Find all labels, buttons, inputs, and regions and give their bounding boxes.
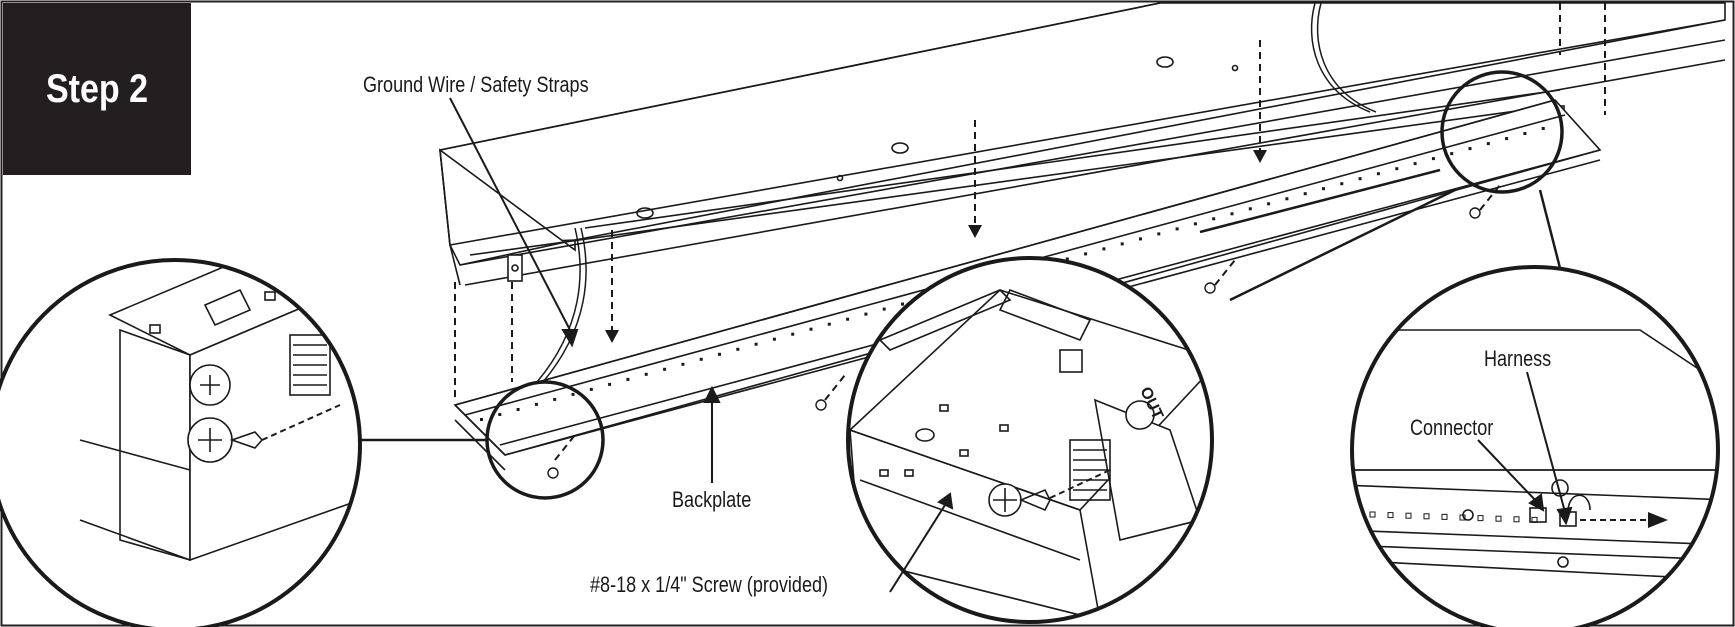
- backplate-hole: [1450, 152, 1454, 156]
- zoom-right-frame: [1350, 265, 1720, 627]
- connector-hole: [1387, 512, 1394, 519]
- backplate-hole: [480, 418, 483, 421]
- backplate-hole: [1468, 147, 1472, 151]
- zoom-middle: OUT: [848, 258, 1212, 622]
- backplate-hole: [864, 312, 868, 316]
- backplate-hole: [498, 413, 502, 416]
- backplate-hole: [901, 302, 904, 306]
- backplate-hole: [1084, 252, 1088, 256]
- step-badge-label: Step 2: [45, 66, 149, 111]
- zoom-left: [0, 260, 360, 627]
- connector-hole: [1459, 514, 1466, 521]
- backplate-hole: [1193, 222, 1197, 226]
- backplate-hole: [1395, 167, 1399, 171]
- backplate-hole: [1413, 162, 1417, 166]
- backplate-hole: [1486, 142, 1490, 146]
- zoom-leader-lines: [360, 168, 1562, 442]
- backplate-hole: [718, 352, 721, 356]
- alignment-arrowheads: [605, 150, 1267, 343]
- connector-hole: [1513, 516, 1520, 523]
- connector-hole: [1423, 513, 1430, 520]
- callout-leaders: [449, 97, 1573, 593]
- backplate-hole: [608, 382, 612, 386]
- backplate-hole: [1139, 237, 1142, 241]
- backplate-hole: [772, 337, 776, 341]
- backplate-hole: [1376, 172, 1380, 176]
- backplate-hole: [534, 402, 538, 406]
- connector-hole: [1495, 515, 1502, 522]
- backplate-hole: [809, 327, 813, 331]
- connector-holes: [1369, 511, 1538, 523]
- zoom-middle-frame: [846, 256, 1214, 624]
- backplate-hole: [1285, 197, 1289, 201]
- connector-hole: [1477, 515, 1484, 522]
- backplate-hole: [571, 392, 575, 396]
- backplate-hole: [1065, 257, 1069, 261]
- pull-out-arrowhead: [1648, 512, 1668, 528]
- step-badge: Step 2: [3, 3, 191, 175]
- backplate-hole: [1340, 182, 1344, 186]
- main-screws: [547, 207, 1481, 479]
- ground-wire-callout: Ground Wire / Safety Straps: [363, 72, 589, 97]
- backplate-hole: [516, 408, 520, 411]
- harness-callout: Harness: [1484, 346, 1552, 371]
- alignment-lines: [454, 3, 1606, 461]
- connector-hole: [1531, 516, 1538, 523]
- backplate-hole: [827, 322, 831, 326]
- backplate-hole: [553, 397, 557, 401]
- backplate-hole: [846, 317, 850, 321]
- backplate-hole: [699, 357, 703, 361]
- backplate-hole: [1175, 227, 1179, 231]
- backplate-hole: [1120, 242, 1124, 246]
- zoom-left-frame: [0, 258, 362, 627]
- fixture-housing: [439, 2, 1726, 286]
- connector-hole: [1369, 511, 1376, 518]
- connector-hole: [1405, 512, 1412, 519]
- ground-wires: [529, 2, 1377, 391]
- backplate-hole: [663, 367, 667, 371]
- backplate-hole: [1322, 187, 1325, 191]
- backplate-callout: Backplate: [672, 487, 752, 512]
- zoom-right: [1352, 267, 1718, 627]
- backplate-hole: [626, 377, 630, 381]
- backplate-hole: [1248, 207, 1252, 211]
- connector-hole: [1441, 513, 1448, 520]
- backplate-hole: [882, 307, 886, 311]
- backplate-hole: [589, 387, 593, 391]
- backplate-hole: [644, 372, 648, 376]
- screw-callout: #8-18 x 1/4" Screw (provided): [590, 572, 829, 597]
- backplate-hole: [754, 342, 758, 346]
- backplate-hole: [1541, 127, 1545, 130]
- backplate-hole: [1157, 232, 1161, 236]
- backplate-hole: [1431, 157, 1435, 161]
- backplate-hole: [1102, 247, 1106, 251]
- backplate-hole: [791, 332, 795, 336]
- backplate-hole: [681, 362, 685, 366]
- backplate-hole: [1230, 212, 1234, 216]
- connector-callout: Connector: [1410, 415, 1494, 440]
- backplate-hole: [1212, 217, 1216, 221]
- backplate-hole: [1267, 202, 1271, 206]
- backplate-hole: [1358, 177, 1362, 181]
- backplate-hole: [1505, 137, 1509, 141]
- backplate-hole: [1523, 132, 1527, 135]
- backplate-hole: [1303, 192, 1307, 196]
- backplate-hole: [736, 347, 740, 351]
